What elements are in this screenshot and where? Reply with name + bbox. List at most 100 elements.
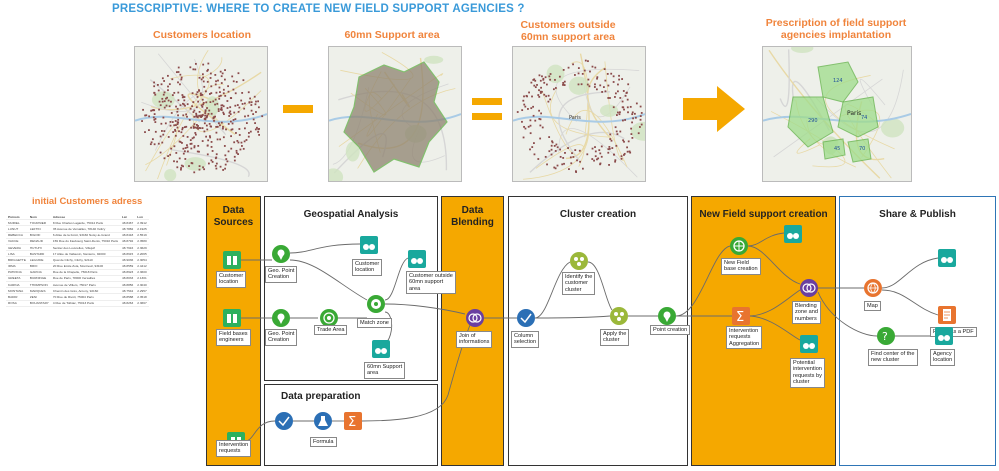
table-cell: Chemin des Grès, Antony, 92160 [50, 287, 121, 295]
table-cell: 70 Rue de Rivoli, 75004 Paris [50, 293, 121, 301]
table-cell: 48.8418 [120, 232, 136, 239]
panel-title-field-support: New Field support creation [699, 209, 828, 220]
table-cell: 2.3629 [135, 244, 149, 252]
table-header-cell: Lat [120, 214, 136, 221]
cluster-count-label: 74 [861, 115, 867, 121]
node-label-new-field-base: New Field base creation [721, 258, 761, 275]
table-cell: GEVERA [6, 244, 28, 252]
table-cell: REBECCA [6, 232, 28, 239]
map-pin-icon[interactable] [272, 245, 290, 263]
page-title: PRESCRIPTIVE: WHERE TO CREATE NEW FIELD … [112, 3, 525, 15]
binoculars-icon[interactable] [935, 327, 953, 345]
support-area-map [328, 46, 462, 182]
node-label-geo-point-1: Geo. Point Creation [265, 266, 298, 283]
table-cell: HUTUHI [27, 244, 51, 252]
table-cell: BADIR [6, 293, 28, 301]
table-cell: 48.9036 [120, 256, 136, 264]
table-cell: ROSA [6, 300, 28, 307]
join-icon[interactable] [466, 309, 484, 327]
target-icon[interactable] [320, 309, 338, 327]
table-cell: Avenue de Villiers, 75017 Paris [50, 281, 121, 289]
globe-icon[interactable] [864, 279, 882, 297]
spatial-info-icon[interactable] [730, 237, 748, 255]
table-cell: 2.2957 [135, 287, 149, 295]
node-label-column-selection: Column selection [511, 331, 540, 348]
table-cell: 2.3600 [135, 269, 149, 276]
table-cell: 17 Allée de Vallauvin, Nanterre, 92000 [50, 250, 121, 258]
step-label-prescription: Prescription of field support agencies i… [765, 17, 907, 41]
document-icon[interactable] [938, 306, 956, 324]
table-cell: 2.3040 [135, 281, 149, 289]
node-label-intervention-aggregation: Intervention requests Aggregation [726, 326, 763, 350]
table-cell: THOMPSON [27, 281, 51, 289]
table-cell: 2.2065 [135, 250, 149, 258]
table-cell: BRIGGETTE [6, 256, 28, 264]
node-label-geo-point-2: Geo. Point Creation [265, 329, 298, 346]
formula-icon[interactable] [314, 412, 332, 430]
book-icon[interactable] [223, 251, 241, 269]
cluster-count-label: 290 [808, 118, 818, 124]
table-cell: 35 Avenue de Versailles, 78140 Vélizy [50, 225, 121, 233]
table-cell: GARCIA [27, 269, 51, 276]
binoculars-icon[interactable] [784, 225, 802, 243]
table-cell: LUNUT [6, 225, 28, 233]
table-cell: Quai de Clichy, Clichy, 92110 [50, 256, 121, 264]
node-label-map: Map [864, 301, 881, 312]
map-pin-icon[interactable] [658, 307, 676, 325]
binoculars-icon[interactable] [360, 236, 378, 254]
summarize-icon[interactable]: Σ [344, 412, 362, 430]
node-label-support-area-60: 60mn Support area [364, 362, 406, 379]
match-zone-icon[interactable] [367, 295, 385, 313]
table-cell: 48.8263 [120, 300, 136, 307]
table-header-cell: Prénom [6, 214, 28, 221]
node-label-formula: Formula [310, 437, 337, 448]
svg-text:Σ: Σ [736, 310, 744, 325]
select-icon[interactable] [517, 309, 535, 327]
node-label-join: Join of informations [456, 331, 493, 348]
binoculars-icon[interactable] [408, 250, 426, 268]
table-header-cell: Adresse [50, 214, 121, 221]
table-cell: 20 Rue Emile Zola, Montreuil, 93100 [50, 263, 121, 270]
binoculars-icon[interactable] [800, 335, 818, 353]
customers-outside-map: Paris [512, 46, 646, 182]
node-label-point-creation: Point creation [650, 325, 691, 336]
binoculars-icon[interactable] [372, 340, 390, 358]
table-cell: 48.8467 [120, 219, 136, 227]
table-cell: PATRICIA [6, 269, 28, 276]
panel-field-support: New Field support creation [691, 196, 836, 466]
join-icon[interactable] [800, 279, 818, 297]
cluster-count-label: 70 [859, 146, 865, 152]
table-cell: Rue de Paris, 78000 Versailles [50, 275, 121, 283]
step-label-customers-outside: Customers outside 60mn support area [520, 19, 616, 43]
binoculars-icon[interactable] [938, 249, 956, 267]
summarize-icon[interactable]: Σ [732, 307, 750, 325]
panel-title-data-prep: Data preparation [281, 391, 361, 402]
table-cell: 48.7882 [120, 225, 136, 233]
select-icon[interactable] [275, 412, 293, 430]
question-icon[interactable]: ? [877, 327, 895, 345]
node-label-trade-area: Trade Area [314, 325, 348, 336]
table-cell: 48.8559 [120, 263, 136, 270]
table-cell: 2.3054 [135, 256, 149, 264]
equals-operator-bottom [472, 113, 502, 120]
table-cell: 2.1925 [135, 225, 149, 233]
table-cell: GREETA [6, 275, 28, 283]
cluster-icon[interactable] [570, 252, 588, 270]
table-cell: 2.3667 [135, 300, 149, 307]
cluster-icon[interactable] [610, 307, 628, 325]
table-cell: 8 Rue Charles Lagarde, 75012 Paris [50, 219, 121, 227]
panel-title-blending: Data Blending [451, 205, 494, 228]
book-icon[interactable] [223, 309, 241, 327]
table-cell: Rue de la Chapelle, 75018 Paris [50, 269, 121, 276]
map-pin-icon[interactable] [272, 309, 290, 327]
table-cell: BOUANTARY [27, 300, 51, 307]
